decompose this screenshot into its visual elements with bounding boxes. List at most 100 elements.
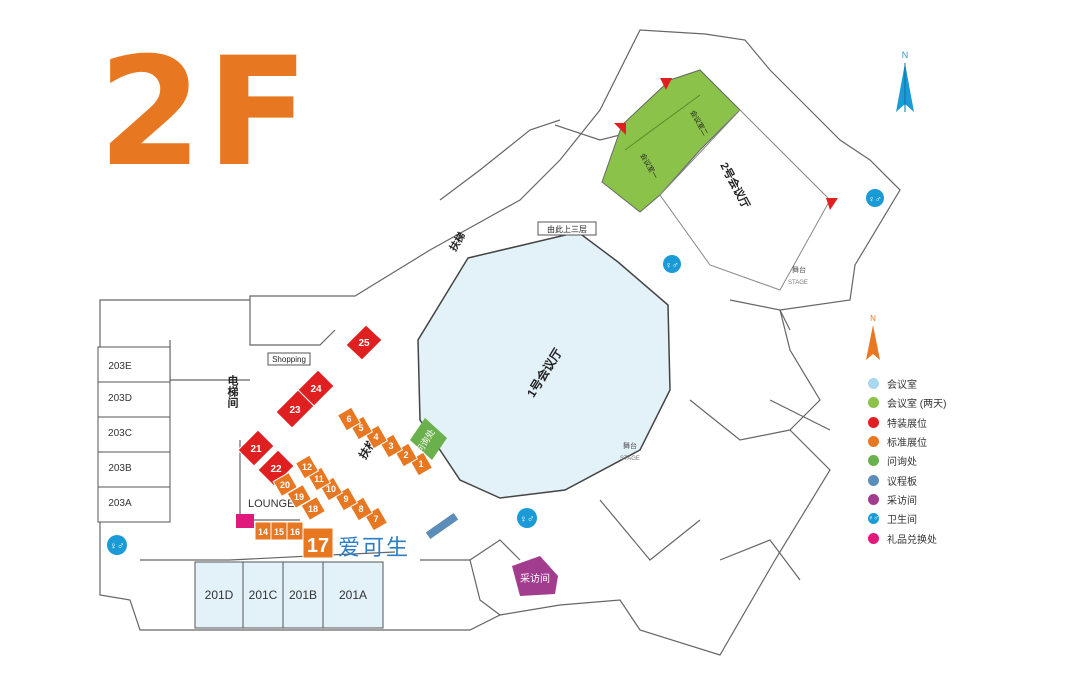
booth-number: 21	[250, 444, 262, 455]
agenda-board-icon	[868, 474, 879, 486]
room-201a	[322, 561, 384, 629]
building-outline	[99, 29, 901, 656]
shopping-sign	[267, 352, 311, 366]
meeting-room-icon	[868, 378, 879, 390]
compass-icon: N	[896, 50, 914, 112]
legend-label: 采访间	[887, 495, 917, 507]
booth-number: 2	[403, 450, 408, 460]
booth-17	[302, 527, 334, 559]
lounge-label: LOUNGE	[248, 498, 294, 510]
gift-counter	[236, 514, 254, 528]
booth-number: 20	[280, 480, 290, 490]
booth-number: 25	[358, 338, 370, 349]
stage-label: STAGE	[620, 456, 640, 462]
booth-number: 24	[310, 384, 322, 395]
upper-floor-sign	[537, 221, 597, 236]
info-desk-icon	[868, 455, 879, 467]
wall-line	[769, 399, 831, 431]
legend-label: 特装展位	[887, 418, 927, 430]
wall-line	[599, 499, 701, 561]
arrow-icon	[826, 198, 838, 210]
booth-12	[294, 454, 320, 480]
restroom-icon: ♀♂	[517, 508, 537, 528]
room-201d	[194, 561, 244, 629]
restroom-icon: ♀♂	[866, 189, 884, 207]
compass-icon: N	[866, 314, 880, 360]
legend-item: ♀♂ 卫生间	[868, 509, 946, 528]
room-203b	[97, 451, 171, 488]
legend-item: 标准展位	[868, 432, 946, 451]
legend-item: 议程板	[868, 470, 946, 489]
booth-6	[336, 406, 362, 432]
wall-line	[729, 299, 791, 331]
legend-label: 会议室	[887, 380, 917, 392]
booth-number: 14	[258, 527, 268, 537]
booth-23	[275, 389, 315, 429]
legend-item: 采访间	[868, 490, 946, 509]
room-203c	[97, 416, 171, 453]
room-label: 203E	[108, 361, 132, 372]
legend-item: 特装展位	[868, 413, 946, 432]
wall-line	[439, 119, 561, 201]
booth-20	[272, 471, 298, 497]
restroom-icon: ♀♂	[868, 513, 879, 525]
wall-line	[689, 399, 791, 441]
legend-label: 问询处	[887, 457, 917, 469]
room-label: 203D	[108, 393, 132, 404]
wall-line	[719, 539, 801, 581]
interview-room-label: 采访间	[520, 572, 550, 585]
room-201c	[242, 561, 284, 629]
booth-number: 6	[346, 414, 351, 424]
legend-item: 会议室 (两天)	[868, 393, 946, 412]
legend-label: 礼品兑换处	[887, 534, 937, 546]
arrow-icon	[660, 78, 672, 90]
wall-line	[169, 340, 250, 381]
restroom-icon: ♀♂	[107, 535, 127, 555]
room-label: 201C	[249, 588, 278, 602]
stage-label: STAGE	[788, 280, 808, 286]
room-label: 201A	[339, 588, 367, 602]
booth-number: 4	[373, 432, 378, 442]
wall-line	[420, 559, 501, 616]
legend-label: 议程板	[887, 476, 917, 488]
stage-label: 舞台	[792, 265, 806, 274]
booth-number: 19	[294, 492, 304, 502]
hall-2	[659, 109, 831, 291]
info-desk	[410, 418, 447, 460]
meeting-room-two-day-icon	[868, 397, 879, 409]
booth-number: 1	[418, 459, 423, 469]
room-label: 203C	[108, 428, 132, 439]
booth-number: 12	[302, 462, 312, 472]
booth-number: 16	[290, 527, 300, 537]
room-203e	[97, 346, 171, 383]
booth-number: 11	[314, 474, 324, 484]
escalator-label: 扶梯	[447, 230, 469, 254]
booth-25	[345, 324, 383, 361]
booth-number: 8	[358, 504, 363, 514]
svg-text:N: N	[870, 314, 876, 323]
stage-label: 舞台	[623, 441, 637, 450]
svg-text:♀♂: ♀♂	[520, 514, 535, 525]
interview-room	[512, 556, 558, 596]
booth-number: 18	[308, 504, 318, 514]
svg-text:♀♂: ♀♂	[868, 194, 882, 204]
booth-number: 7	[373, 514, 378, 524]
room-label: 201B	[289, 588, 317, 602]
elevator-label: 电梯间	[226, 374, 239, 409]
map-legend: 会议室 会议室 (两天) 特装展位 标准展位 问询处 议程板 采访间 ♀♂ 卫生…	[868, 374, 946, 548]
floor-title: 2F	[98, 26, 313, 200]
shopping-label: Shopping	[272, 355, 306, 364]
special-booth-icon	[868, 416, 879, 428]
wall-line	[249, 300, 336, 346]
booth-number: 15	[274, 527, 284, 537]
svg-text:♀♂: ♀♂	[110, 541, 125, 552]
gift-exchange-icon	[868, 532, 879, 544]
svg-text:♀♂: ♀♂	[665, 260, 679, 270]
room-203a	[97, 486, 171, 523]
room-label: 201D	[205, 588, 234, 602]
room-label: 203A	[108, 498, 132, 509]
legend-item: 会议室	[868, 374, 946, 393]
booth-number: 22	[270, 464, 282, 475]
booth-number: 9	[343, 494, 348, 504]
